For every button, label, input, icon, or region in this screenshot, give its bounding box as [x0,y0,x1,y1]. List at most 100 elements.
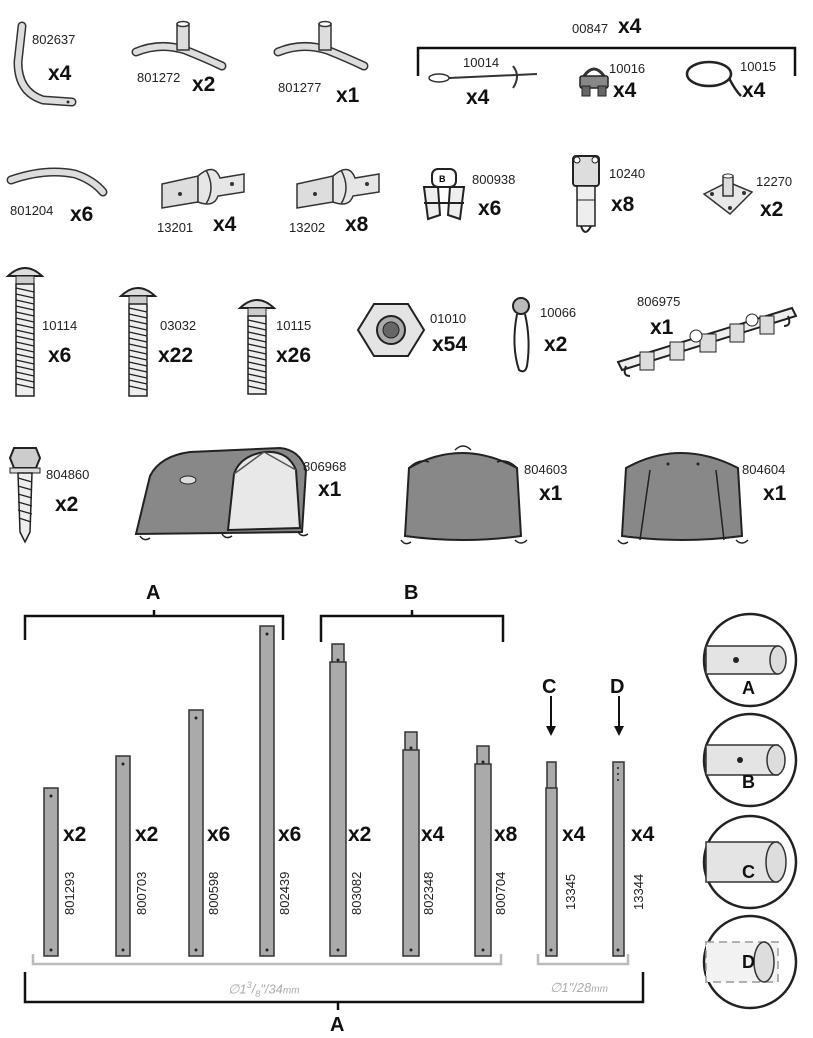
bracket-clamp-illustration [161,168,245,209]
coiled-cable-illustration [685,60,742,97]
bracket-clamp-illustration [296,168,380,209]
part-number: 03032 [160,318,197,333]
tube-800703 [115,755,131,957]
part-quantity: x4 [742,79,766,102]
part-number: 10015 [740,59,777,74]
tube-number: 13345 [563,873,578,910]
kit-quantity: x4 [618,15,642,38]
part-number: 806975 [637,294,681,309]
part-quantity: x1 [763,482,787,505]
part-quantity: x2 [192,73,216,96]
tube-802348 [402,731,420,957]
part-number: 806968 [303,459,347,474]
part-number: 13201 [157,220,194,235]
part-quantity: x22 [158,344,194,367]
tube-number: 13344 [631,873,646,910]
part-quantity: x1 [650,316,674,339]
tube-quantity: x4 [421,823,445,846]
tube-quantity: x4 [562,823,586,846]
foot-plate-illustration [702,173,754,215]
part-number: 10066 [540,305,577,320]
part-quantity: x6 [48,344,72,367]
part-quantity: x4 [48,62,72,85]
tube-quantity: x4 [631,823,655,846]
part-quantity: x4 [613,79,637,102]
curved-tube-illustration [6,167,108,197]
tube-number: 800703 [134,871,149,915]
group-label-b: B [404,582,419,604]
part-quantity: x6 [70,203,94,226]
part-quantity: x1 [539,482,563,505]
part-quantity: x8 [611,193,635,216]
self-tapping-screw-illustration [8,447,42,544]
anchor-stake-illustration [428,65,538,89]
tensioner-bracket-illustration: B [422,168,466,221]
hex-nut-illustration [356,303,426,357]
part-quantity: x26 [276,344,312,367]
end-detail-c [702,814,798,910]
diameter-large: ∅13/8"/34mm [228,980,300,999]
part-number: 10115 [276,318,312,333]
end-label-b: B [742,772,755,792]
part-quantity: x4 [213,213,237,236]
tube-number: 800598 [206,871,221,915]
ratchet-strap-illustration [572,155,600,233]
group-label-d: D [610,676,625,698]
part-number: 01010 [430,311,467,326]
tube-quantity: x2 [63,823,87,846]
tube-800704 [474,745,492,957]
three-way-connector-illustration [273,20,369,71]
arrow-c-icon [546,696,556,736]
tube-803082 [329,643,347,957]
group-label-a-bottom: A [330,1014,345,1036]
end-detail-d [702,914,798,1010]
tubes-diagram [23,610,798,1010]
part-number: 804603 [524,462,568,477]
tube-802439 [259,625,275,957]
bungee-ball-illustration [512,297,530,373]
part-quantity: x4 [466,86,490,109]
tube-801293 [43,787,59,957]
part-number: 801272 [137,70,181,85]
part-number: 804860 [46,467,90,482]
tube-number: 803082 [349,871,364,915]
diameter-small: ∅1"/28mm [550,980,608,995]
end-label-c: C [742,862,755,882]
arrow-d-icon [614,696,624,736]
part-number: 10114 [42,318,78,333]
tool-rack-illustration [616,306,798,377]
wire-clamp-illustration [579,67,609,97]
curved-tube-illustration [13,21,77,107]
part-quantity: x2 [760,198,784,221]
part-number: 12270 [756,174,793,189]
kit-bracket [416,46,797,76]
group-label-c: C [542,676,557,698]
shelter-cover-illustration [134,446,309,541]
tube-number: 801293 [62,871,77,915]
carriage-bolt-illustration [5,267,45,397]
part-number: 10016 [609,61,646,76]
part-number: 800938 [472,172,516,187]
tube-quantity: x6 [207,823,231,846]
part-number: 804604 [742,462,786,477]
tube-13344 [612,761,625,957]
part-number: 802637 [32,32,76,47]
three-way-connector-illustration [131,20,227,71]
kit-number: 00847 [572,21,609,36]
group-label-a: A [146,582,161,604]
part-quantity: x8 [345,213,369,236]
tube-13345 [545,761,558,957]
carriage-bolt-illustration [118,287,158,397]
tube-quantity: x2 [135,823,159,846]
part-quantity: x1 [318,478,342,501]
part-quantity: x1 [336,84,360,107]
part-quantity: x2 [55,493,79,516]
part-quantity: x6 [478,197,502,220]
tube-quantity: x6 [278,823,302,846]
carriage-bolt-illustration [237,299,277,395]
tube-800598 [188,709,204,957]
tube-number: 800704 [493,871,508,915]
end-label-a: A [742,678,755,698]
part-number: 13202 [289,220,326,235]
tube-number: 802439 [277,871,292,915]
